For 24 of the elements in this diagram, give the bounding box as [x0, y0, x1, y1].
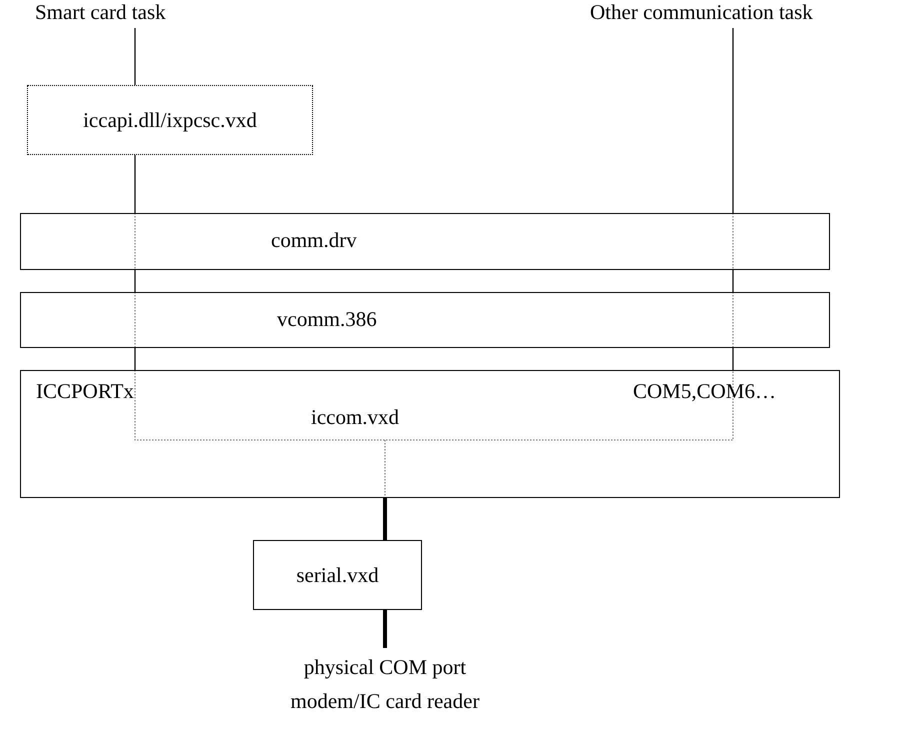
layer-box [253, 540, 422, 610]
box-label: iccapi.dll/ixpcsc.vxd [82, 108, 258, 133]
box-label: serial.vxd [295, 563, 380, 588]
connector-line [732, 270, 734, 292]
box-label: comm.drv [271, 228, 357, 253]
box-label: COM5,COM6… [633, 379, 776, 404]
connector-line [134, 155, 136, 213]
connector-line [134, 28, 136, 85]
dotted-box [27, 85, 313, 155]
connector-line [134, 348, 136, 370]
label-text: Other communication task [590, 0, 813, 25]
layer-box [20, 292, 830, 348]
connector-line [134, 270, 136, 292]
layer-box [20, 213, 830, 270]
connector-line [383, 498, 387, 540]
connector-line [383, 610, 387, 648]
box-label: ICCPORTx [36, 379, 134, 404]
layer-box [20, 370, 840, 498]
box-label: vcomm.386 [277, 307, 377, 332]
label-text: physical COM port modem/IC card reader [290, 654, 480, 715]
connector-line [732, 348, 734, 370]
box-label: iccom.vxd [311, 405, 400, 430]
connector-line [732, 28, 734, 213]
label-text: Smart card task [35, 0, 166, 25]
